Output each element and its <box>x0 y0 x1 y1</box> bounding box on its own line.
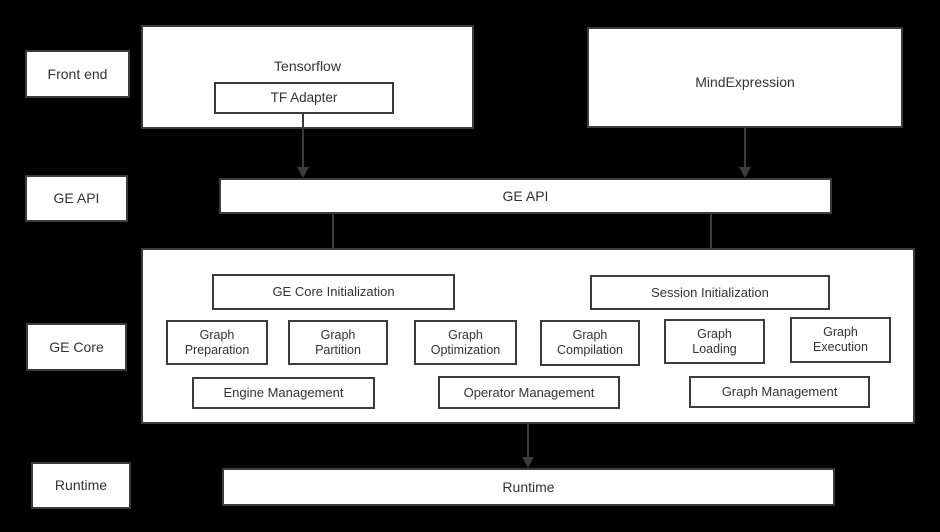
management-label: Operator Management <box>463 384 595 400</box>
mindexpression-container: MindExpression <box>587 27 903 128</box>
ge-core-initialization-label: GE Core Initialization <box>272 284 395 300</box>
management-engine: Engine Management <box>192 377 375 409</box>
stage-label-text: Runtime <box>54 477 108 494</box>
stage-label-text: GE Core <box>49 338 104 355</box>
management-label: Engine Management <box>223 385 344 401</box>
module-label: Graph Compilation <box>556 328 623 357</box>
management-operator: Operator Management <box>438 376 620 409</box>
module-label: Graph Loading <box>692 326 737 356</box>
mindexpression-label: MindExpression <box>695 74 795 90</box>
tensorflow-label: Tensorflow <box>274 58 341 74</box>
runtime-bar: Runtime <box>222 468 835 506</box>
management-graph: Graph Management <box>689 376 870 408</box>
module-graph-compilation: Graph Compilation <box>540 320 640 366</box>
module-graph-preparation: Graph Preparation <box>166 320 268 365</box>
module-label: Graph Optimization <box>430 327 501 357</box>
ge-api-bar: GE API <box>219 178 832 214</box>
ge-core-initialization-box: GE Core Initialization <box>212 274 455 310</box>
session-initialization-label: Session Initialization <box>651 284 769 300</box>
ge-api-label: GE API <box>502 187 549 204</box>
stage-label-runtime: Runtime <box>31 462 131 509</box>
module-label: Graph Partition <box>315 327 361 357</box>
tf-adapter-label: TF Adapter <box>270 90 338 106</box>
stage-label-ge-core: GE Core <box>26 323 127 371</box>
management-label: Graph Management <box>721 384 838 400</box>
tf-adapter-box: TF Adapter <box>214 82 394 114</box>
runtime-label: Runtime <box>502 478 555 495</box>
session-initialization-box: Session Initialization <box>590 275 830 310</box>
module-graph-loading: Graph Loading <box>664 319 765 364</box>
stage-label-text: Front end <box>47 65 108 82</box>
stage-label-text: GE API <box>53 190 100 207</box>
module-graph-partition: Graph Partition <box>288 320 388 365</box>
module-graph-optimization: Graph Optimization <box>414 320 517 365</box>
stage-label-ge-api: GE API <box>25 175 128 222</box>
module-label: Graph Execution <box>813 325 868 354</box>
stage-label-front-end: Front end <box>25 50 130 98</box>
module-label: Graph Preparation <box>184 327 250 357</box>
module-graph-execution: Graph Execution <box>790 317 891 363</box>
